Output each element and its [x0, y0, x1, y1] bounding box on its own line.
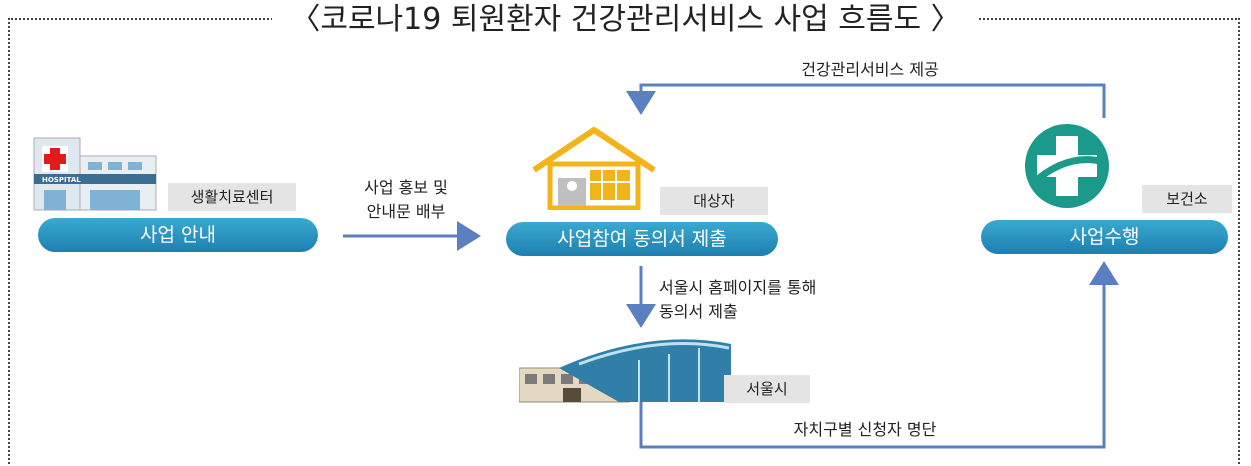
- tag-hospital: 생활치료센터: [168, 183, 296, 211]
- health-cross-icon: [1025, 124, 1109, 208]
- city-hall-icon: [519, 339, 731, 403]
- tag-target: 대상자: [660, 187, 768, 215]
- house-icon: [532, 127, 656, 210]
- pill-consent-submit: 사업참여 동의서 제출: [506, 222, 778, 256]
- diagram-title: 〈코로나19 퇴원환자 건강관리서비스 사업 흐름도 〉: [0, 0, 1251, 40]
- note-submit: 서울시 홈페이지를 통해 동의서 제출: [659, 278, 817, 321]
- note-list: 자치구별 신청자 명단: [793, 420, 937, 439]
- tag-city: 서울시: [724, 375, 810, 403]
- arrow-list: [639, 261, 1119, 449]
- pill-business-perform: 사업수행: [981, 220, 1228, 254]
- tag-health-center: 보건소: [1142, 185, 1232, 213]
- arrow-service: [626, 83, 1106, 118]
- hospital-icon: HOSPITAL: [33, 137, 157, 211]
- note-service: 건강관리서비스 제공: [801, 60, 939, 79]
- svg-text:HOSPITAL: HOSPITAL: [42, 176, 81, 184]
- pill-business-guide: 사업 안내: [38, 218, 318, 252]
- note-promo: 사업 홍보 및 안내문 배부: [364, 178, 448, 221]
